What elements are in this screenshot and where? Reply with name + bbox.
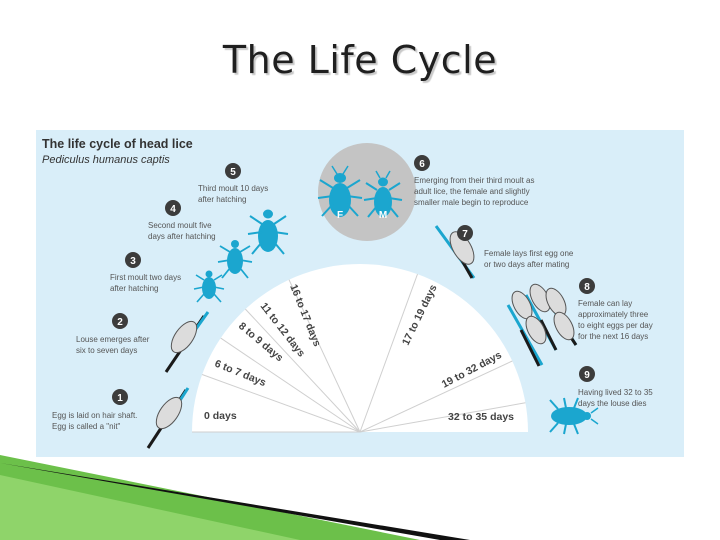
- stage-caption-line: Second moult five: [148, 221, 212, 230]
- stage-caption-line: adult lice, the female and slightly: [414, 187, 530, 196]
- infographic-subtitle: Pediculus humanus captis: [42, 154, 170, 166]
- stage-caption-line: days after hatching: [148, 232, 216, 241]
- lice-life-cycle-infographic: The life cycle of head lice Pediculus hu…: [36, 130, 684, 457]
- stage-caption-line: smaller male begin to reproduce: [414, 198, 529, 207]
- stage-caption-line: days the louse dies: [578, 399, 647, 408]
- stage-number: 3: [130, 256, 136, 267]
- stage-caption-line: Louse emerges after: [76, 335, 150, 344]
- adult-lice-group: F M: [318, 143, 416, 241]
- stage-caption-line: after hatching: [110, 284, 158, 293]
- stage-number: 1: [117, 393, 123, 404]
- stage-number: 6: [419, 159, 425, 170]
- footer-ribbon: [0, 455, 720, 540]
- stage-caption-line: Egg is called a "nit": [52, 422, 121, 431]
- stage-caption-line: Third moult 10 days: [198, 184, 268, 193]
- stage-caption-line: for the next 16 days: [578, 332, 648, 341]
- stage-caption-line: after hatching: [198, 195, 246, 204]
- female-label: F: [337, 210, 343, 221]
- stage-number: 4: [170, 204, 176, 215]
- stage-number: 9: [584, 370, 590, 381]
- stage-caption-line: Having lived 32 to 35: [578, 388, 653, 397]
- stage-caption-line: Female can lay: [578, 299, 632, 308]
- infographic-title: The life cycle of head lice: [42, 137, 193, 151]
- stage-caption-line: Female lays first egg one: [484, 249, 574, 258]
- stage-caption-line: Emerging from their third moult as: [414, 176, 535, 185]
- stage-caption-line: Egg is laid on hair shaft.: [52, 411, 137, 420]
- male-label: M: [379, 210, 387, 221]
- stage-caption-line: six to seven days: [76, 346, 137, 355]
- stage-caption-line: First moult two days: [110, 273, 181, 282]
- stage-caption-line: or two days after mating: [484, 260, 569, 269]
- wheel-label: 0 days: [204, 410, 237, 422]
- stage-number: 8: [584, 282, 590, 293]
- stage-number: 2: [117, 317, 123, 328]
- slide-title: The Life Cycle: [0, 38, 720, 82]
- stage-caption-line: to eight eggs per day: [578, 321, 653, 330]
- stage-caption-line: approximately three: [578, 310, 649, 319]
- wheel-label: 32 to 35 days: [448, 411, 514, 423]
- stage-number: 7: [462, 229, 468, 240]
- stage-number: 5: [230, 167, 236, 178]
